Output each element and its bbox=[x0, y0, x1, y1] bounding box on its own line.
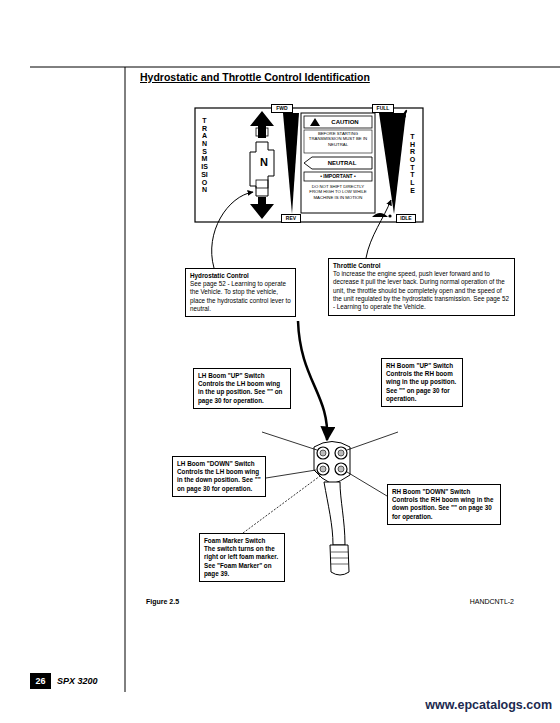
gear-label: FWD bbox=[271, 104, 293, 113]
callout-box: LH Boom "DOWN" SwitchControls the LH boo… bbox=[172, 456, 266, 497]
watermark: www.epcatalogs.com bbox=[372, 698, 552, 712]
speed-label: IDLE bbox=[396, 214, 416, 223]
callout-box: LH Boom "UP" SwitchControls the LH boom … bbox=[193, 368, 291, 409]
sticker-text: NEUTRAL bbox=[315, 159, 369, 167]
speed-label: FULL bbox=[372, 104, 394, 113]
leader-arrow bbox=[366, 200, 391, 258]
callout-body: Controls the LH boom wing in the down po… bbox=[177, 468, 261, 493]
callout-heading: LH Boom "UP" Switch bbox=[198, 372, 286, 380]
figure-caption: Figure 2.5 bbox=[146, 598, 179, 605]
manual-name: SPX 3200 bbox=[57, 675, 127, 687]
gear-label: REV bbox=[281, 214, 301, 223]
callout-body: Controls the LH boom wing in the up posi… bbox=[198, 380, 286, 405]
sticker-heading: CAUTION bbox=[322, 118, 368, 126]
leader-arrow bbox=[212, 192, 253, 268]
callout-box: Hydrostatic ControlSee page 52 - Learnin… bbox=[185, 268, 296, 317]
vertical-label: TRANSMISSION bbox=[201, 117, 208, 194]
callout-body: To increase the engine speed, push lever… bbox=[333, 270, 510, 311]
sticker-text: DO NOT SHIFT DIRECTLY FROM HIGH TO LOW W… bbox=[306, 184, 370, 200]
page-number: 26 bbox=[30, 675, 51, 687]
neutral-mark: N bbox=[258, 156, 270, 169]
callout-heading: RH Boom "DOWN" Switch bbox=[392, 488, 496, 496]
sticker-text: BEFORE STARTING TRANSMISSION MUST BE IN … bbox=[306, 131, 370, 147]
drawing-code: HANDCNTL-2 bbox=[452, 598, 514, 605]
leader-arrow bbox=[298, 321, 327, 440]
callout-body: The switch turns on the right or left fo… bbox=[204, 545, 280, 578]
vertical-label: THROTTLE bbox=[409, 133, 416, 195]
callout-body: See page 52 - Learning to operate the Ve… bbox=[190, 280, 291, 313]
page-rule bbox=[125, 67, 126, 692]
callout-heading: LH Boom "DOWN" Switch bbox=[177, 460, 261, 468]
callout-box: RH Boom "UP" SwitchControls the RH boom … bbox=[381, 358, 463, 407]
callout-box: Throttle ControlTo increase the engine s… bbox=[328, 258, 515, 316]
callout-heading: RH Boom "UP" Switch bbox=[386, 362, 458, 370]
callout-body: Controls the RH boom wing in the up posi… bbox=[386, 370, 458, 403]
callout-heading: Throttle Control bbox=[333, 262, 510, 270]
callout-box: Foam Marker SwitchThe switch turns on th… bbox=[199, 533, 285, 582]
callout-body: Controls the RH boom wing in the down po… bbox=[392, 496, 496, 521]
callout-heading: Foam Marker Switch bbox=[204, 537, 280, 545]
figure-title: Hydrostatic and Throttle Control Identif… bbox=[140, 71, 370, 83]
page-number-box bbox=[30, 673, 51, 689]
callout-box: RH Boom "DOWN" SwitchControls the RH boo… bbox=[387, 484, 501, 525]
sticker-text: • IMPORTANT • bbox=[306, 173, 370, 180]
page-rule bbox=[30, 67, 560, 68]
leader-line bbox=[243, 432, 398, 533]
joystick-handle bbox=[314, 442, 350, 576]
callout-heading: Hydrostatic Control bbox=[190, 272, 291, 280]
